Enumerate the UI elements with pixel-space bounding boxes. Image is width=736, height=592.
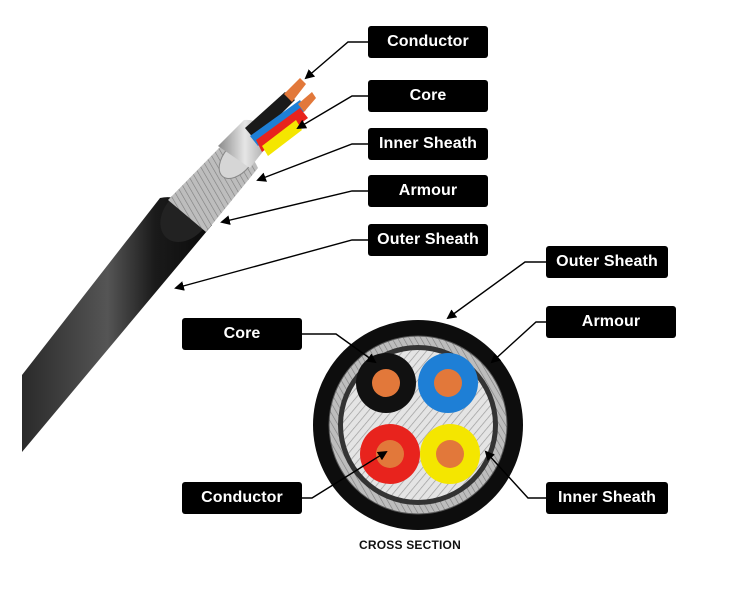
label-armour-cable: Armour (368, 175, 488, 207)
label-armour-section: Armour (546, 306, 676, 338)
label-inner-sheath-cable: Inner Sheath (368, 128, 488, 160)
label-conductor-section: Conductor (182, 482, 302, 514)
cable-callout-lines (174, 41, 368, 291)
label-core-cable: Core (368, 80, 488, 112)
label-outer-sheath-section: Outer Sheath (546, 246, 668, 278)
cs-conductor-black (372, 369, 400, 397)
cores-3d (245, 78, 316, 156)
cross-section-caption: CROSS SECTION (359, 538, 461, 552)
label-inner-sheath-section: Inner Sheath (546, 482, 668, 514)
label-conductor-cable: Conductor (368, 26, 488, 58)
label-core-section: Core (182, 318, 302, 350)
cable-3d (22, 78, 316, 452)
cs-conductor-yellow (436, 440, 464, 468)
cs-conductor-blue (434, 369, 462, 397)
outer-sheath-body (22, 197, 212, 452)
cross-section (313, 320, 523, 530)
label-outer-sheath-cable: Outer Sheath (368, 224, 488, 256)
cs-conductor-red (376, 440, 404, 468)
